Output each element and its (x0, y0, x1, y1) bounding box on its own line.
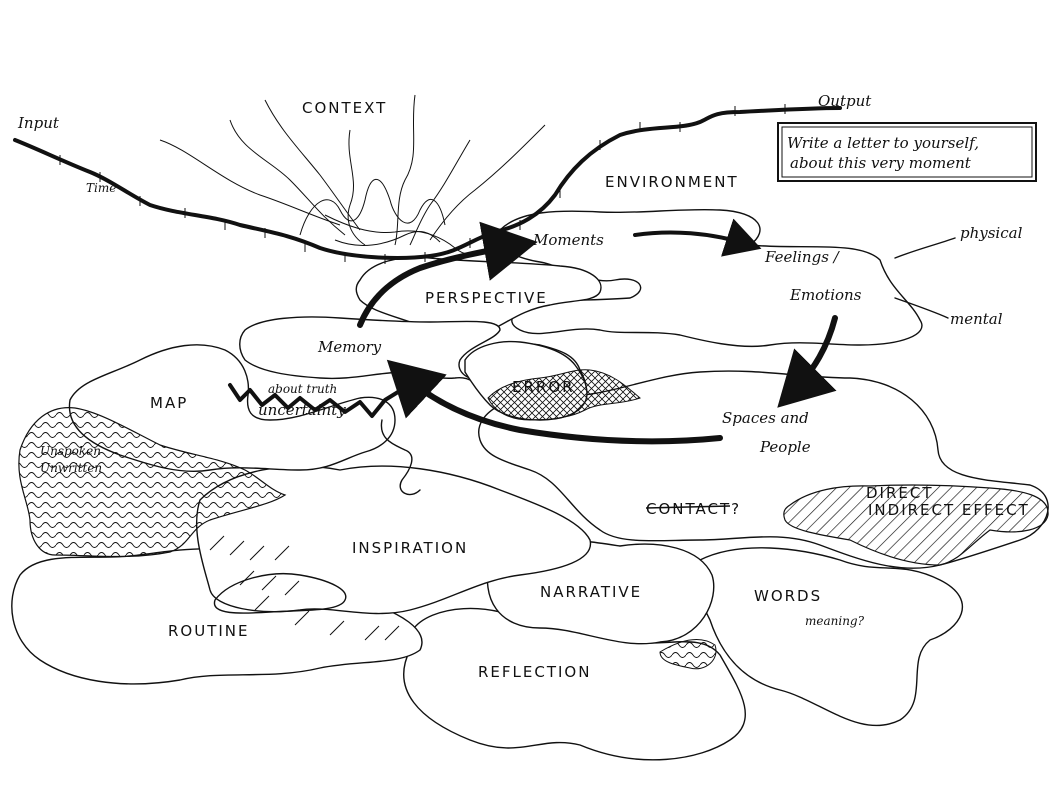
label-direct: DIRECT (866, 484, 934, 502)
label-moments: Moments (532, 231, 604, 249)
reflection-squiggle (659, 639, 717, 670)
label-unspoken: Unspoken (40, 444, 101, 458)
label-memory: Memory (317, 338, 382, 356)
label-error: ERROR (512, 378, 575, 396)
label-about-truth: about truth (268, 382, 337, 396)
note-text-line1: Write a letter to yourself, (787, 134, 979, 152)
line-physical (894, 237, 956, 259)
label-spaces-and: Spaces and (722, 409, 809, 427)
unspoken-wavy-area (18, 407, 287, 558)
label-physical: physical (960, 224, 1023, 242)
label-people: People (759, 438, 811, 456)
direct-indirect-hatch (783, 484, 1049, 566)
label-contact: CONTACT? (646, 500, 741, 518)
note-box-inner (781, 126, 1033, 178)
label-perspective: PERSPECTIVE (425, 289, 548, 307)
arrow-spaces-to-memory (386, 359, 723, 445)
uncertainty-zigzag (228, 383, 400, 418)
region-inspiration (196, 465, 592, 615)
error-crosshatch (487, 369, 641, 421)
arrow-moments-to-feelings (633, 218, 762, 257)
label-context: CONTEXT (302, 99, 387, 117)
timeline-path (13, 106, 842, 260)
inspiration-hatch-marks (209, 535, 400, 641)
label-narrative: NARRATIVE (540, 583, 642, 601)
note-box (777, 122, 1037, 182)
context-tangle (159, 94, 546, 255)
label-reflection: REFLECTION (478, 663, 591, 681)
label-inspiration: INSPIRATION (352, 539, 468, 557)
label-indirect-effect: INDIRECT EFFECT (868, 501, 1030, 519)
arrow-memory-to-moments (357, 221, 538, 328)
label-time: Time (86, 181, 116, 195)
label-mental: mental (950, 310, 1003, 328)
region-feelings (498, 208, 923, 348)
label-output: Output (818, 92, 872, 110)
label-environment: ENVIRONMENT (605, 173, 739, 191)
label-routine: ROUTINE (168, 622, 250, 640)
arrow-feelings-to-spaces (777, 315, 838, 408)
timeline-ticks (59, 104, 786, 264)
contact-strike (645, 505, 731, 509)
label-meaning: meaning? (805, 614, 865, 628)
label-emotions: Emotions (789, 286, 862, 304)
routine-inner-loop (213, 573, 347, 614)
descending-squiggle (380, 419, 421, 496)
label-unwritten: Unwritten (40, 461, 102, 475)
label-feelings: Feelings / (764, 248, 841, 266)
note-text-line2: about this very moment (790, 154, 972, 172)
label-words: WORDS (754, 587, 822, 605)
label-uncertainty: uncertainty (258, 401, 346, 419)
label-input: Input (17, 114, 60, 132)
region-words (695, 547, 963, 727)
line-mental (894, 297, 949, 319)
label-map: MAP (150, 394, 188, 412)
